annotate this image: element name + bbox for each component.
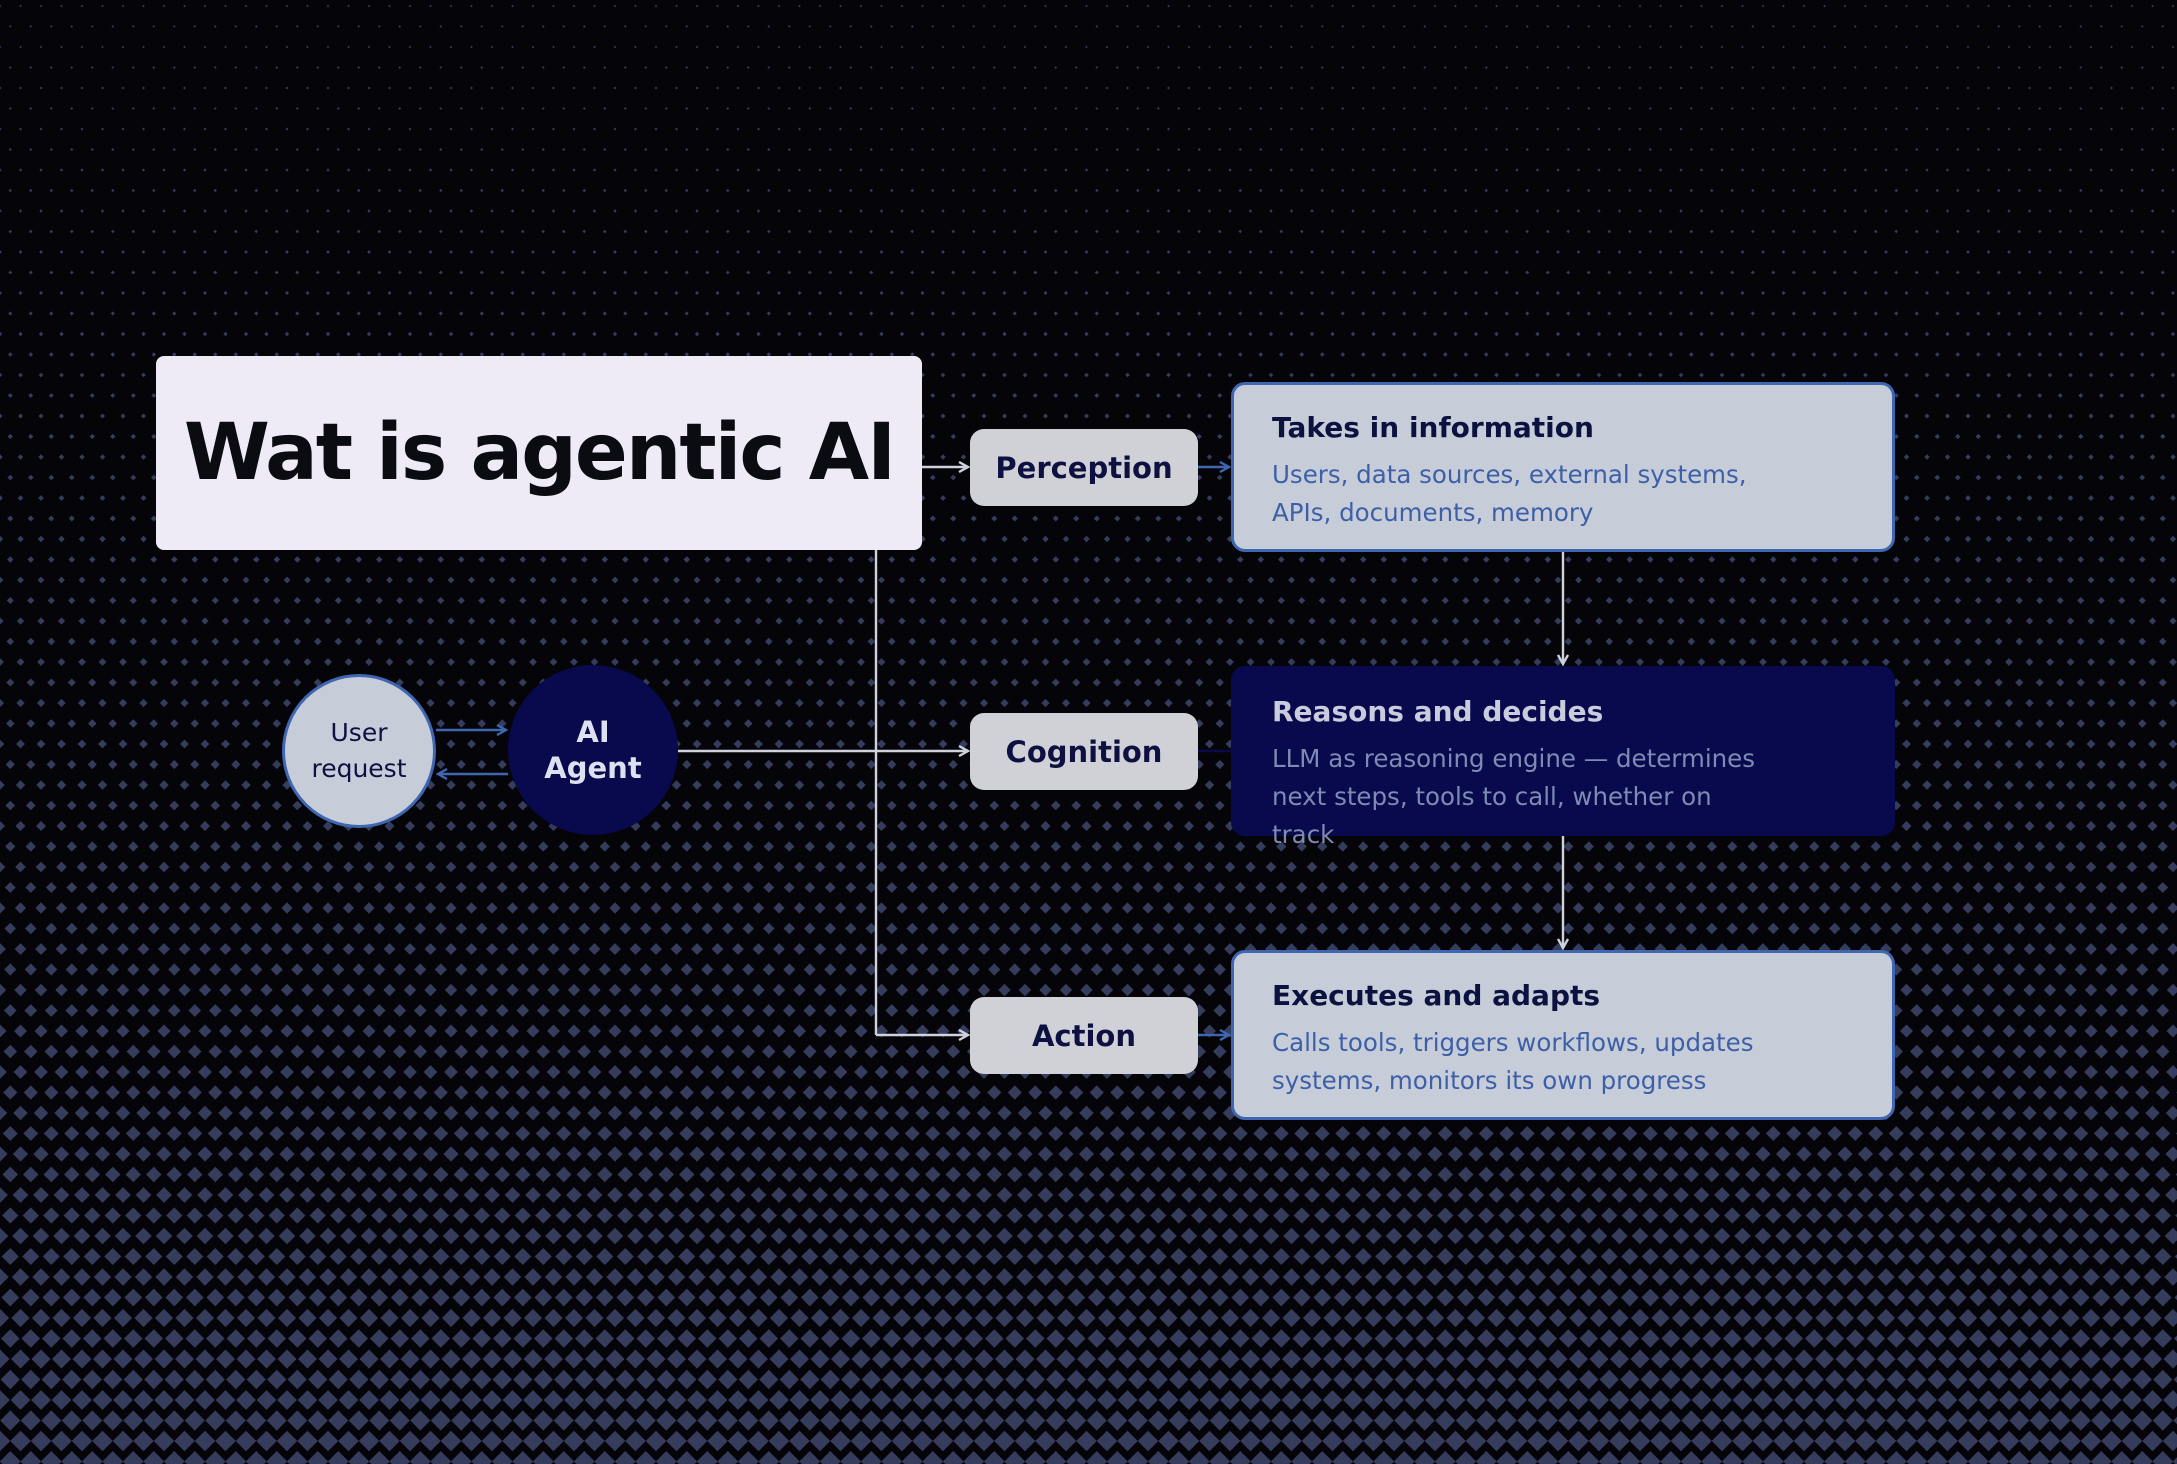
- user-request-node: User request: [282, 674, 436, 828]
- perception-label: Perception: [995, 450, 1173, 485]
- ai-agent-node: AI Agent: [508, 665, 678, 835]
- cognition-card: Reasons and decides LLM as reasoning eng…: [1231, 666, 1895, 849]
- perception-card-description: Users, data sources, external systems, A…: [1272, 460, 1747, 527]
- action-card-heading: Executes and adapts: [1272, 979, 1601, 1012]
- cognition-pill: Cognition: [970, 713, 1198, 790]
- action-card-description: Calls tools, triggers workflows, updates…: [1272, 1028, 1754, 1095]
- cognition-label: Cognition: [1005, 734, 1163, 769]
- background-dots: [0, 4, 2177, 1464]
- perception-card: Takes in information Users, data sources…: [1231, 382, 1895, 552]
- title-box: Wat is agentic AI: [156, 356, 922, 550]
- user-request-label: User request: [311, 718, 407, 783]
- perception-pill: Perception: [970, 429, 1198, 506]
- action-card: Executes and adapts Calls tools, trigger…: [1231, 950, 1895, 1120]
- ai-agent-label: AI Agent: [544, 715, 642, 785]
- action-label: Action: [1031, 1018, 1136, 1053]
- page-title: Wat is agentic AI: [183, 408, 896, 498]
- cognition-card-description: LLM as reasoning engine — determines nex…: [1272, 744, 1755, 849]
- perception-card-heading: Takes in information: [1272, 411, 1594, 444]
- action-pill: Action: [970, 997, 1198, 1074]
- cognition-card-heading: Reasons and decides: [1272, 695, 1604, 728]
